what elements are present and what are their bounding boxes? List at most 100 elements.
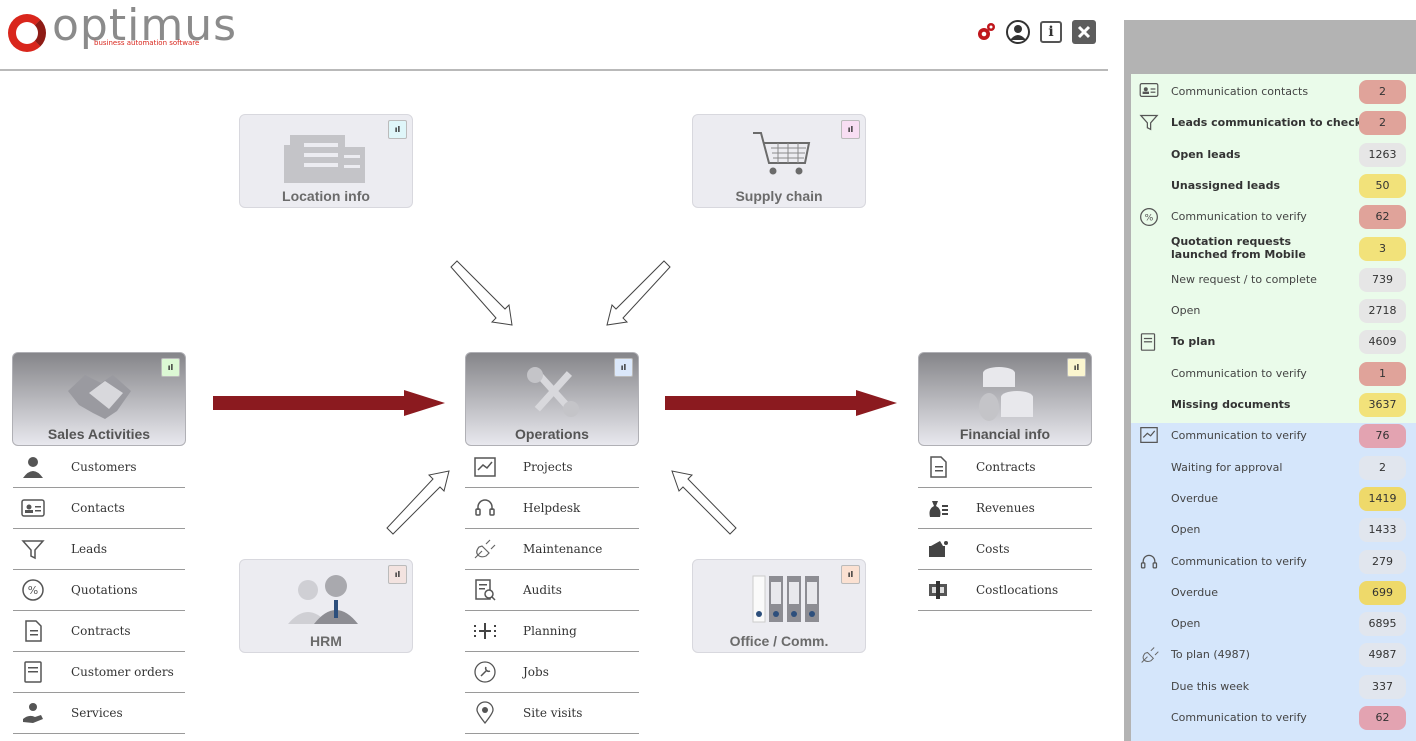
kpi-count[interactable]: 699	[1359, 580, 1406, 605]
kpi-count[interactable]: 4987	[1359, 643, 1406, 668]
kpi-label: Communication to verify	[1171, 429, 1307, 443]
kpi-count[interactable]: 1433	[1359, 518, 1406, 543]
svg-text:%: %	[28, 584, 38, 597]
stats-badge[interactable]: ıl	[388, 120, 407, 139]
stats-badge[interactable]: ıl	[614, 358, 633, 377]
kpi-count[interactable]: 76	[1359, 424, 1406, 449]
wrench-circle-icon	[465, 652, 505, 693]
tile-sales-activities[interactable]: ıl Sales Activities	[12, 352, 186, 446]
kpi-row[interactable]: Communication to verify 62	[1131, 702, 1416, 733]
kpi-count[interactable]: 337	[1359, 674, 1406, 699]
menu-item-customers[interactable]: Customers	[13, 447, 185, 488]
kpi-count[interactable]: 2	[1359, 80, 1406, 104]
menu-item-audits[interactable]: Audits	[465, 570, 639, 611]
kpi-count[interactable]: 3	[1359, 236, 1406, 261]
kpi-count[interactable]: 739	[1359, 267, 1406, 292]
plug-icon	[465, 529, 505, 570]
kpi-count[interactable]: 2	[1359, 455, 1406, 480]
people-icon	[288, 575, 358, 624]
tile-title: Office / Comm.	[729, 633, 829, 649]
kpi-count[interactable]: 62	[1359, 205, 1406, 230]
kpi-row[interactable]: Overdue 699	[1131, 577, 1416, 608]
menu-item-site-visits[interactable]: Site visits	[465, 693, 639, 734]
menu-item-maintenance[interactable]: Maintenance	[465, 529, 639, 570]
building-icon	[284, 135, 365, 183]
tile-title: Supply chain	[735, 188, 823, 204]
kpi-count[interactable]: 62	[1359, 706, 1406, 730]
kpi-row[interactable]: To plan 4609	[1131, 326, 1416, 357]
order-document-icon	[13, 652, 53, 693]
menu-item-services[interactable]: Services	[13, 693, 185, 734]
kpi-label: Communication to verify	[1171, 711, 1307, 724]
stats-badge[interactable]: ıl	[841, 120, 860, 139]
menu-item-costlocations[interactable]: Costlocations	[918, 570, 1092, 611]
menu-item-jobs[interactable]: Jobs	[465, 652, 639, 693]
tile-financial-info[interactable]: ıl Financial info	[918, 352, 1092, 446]
kpi-count[interactable]: 2718	[1359, 299, 1406, 324]
kpi-count[interactable]: 2	[1359, 111, 1406, 136]
menu-item-leads[interactable]: Leads	[13, 529, 185, 570]
arrow-hrm-to-operations	[386, 470, 450, 535]
sales-menu: Customers Contacts Leads %Quotations Con…	[13, 447, 185, 734]
stats-badge[interactable]: ıl	[841, 565, 860, 584]
kpi-count[interactable]: 50	[1359, 173, 1406, 198]
kpi-count[interactable]: 4609	[1359, 330, 1406, 355]
menu-item-financial-contracts[interactable]: Contracts	[918, 447, 1092, 488]
headset-icon	[1139, 552, 1161, 570]
tile-location-info[interactable]: ıl Location info	[239, 114, 413, 208]
stats-badge[interactable]: ıl	[1067, 358, 1086, 377]
kpi-count[interactable]: 1419	[1359, 486, 1406, 511]
logo-mark	[8, 14, 46, 52]
operations-menu: Projects Helpdesk Maintenance Audits Pla…	[465, 447, 639, 734]
menu-item-helpdesk[interactable]: Helpdesk	[465, 488, 639, 529]
menu-item-planning[interactable]: Planning	[465, 611, 639, 652]
kpi-count[interactable]: 1263	[1359, 142, 1406, 167]
tile-supply-chain[interactable]: ıl Supply chain	[692, 114, 866, 208]
tile-title: Operations	[515, 426, 589, 442]
kpi-count[interactable]: 279	[1359, 549, 1406, 574]
menu-item-contacts[interactable]: Contacts	[13, 488, 185, 529]
kpi-label: To plan	[1171, 335, 1216, 349]
kpi-row[interactable]: Communication to verify 76	[1131, 420, 1416, 451]
menu-item-quotations[interactable]: %Quotations	[13, 570, 185, 611]
location-pin-icon	[465, 693, 505, 734]
kpi-count[interactable]: 1	[1359, 361, 1406, 386]
menu-item-revenues[interactable]: Revenues	[918, 488, 1092, 529]
user-icon[interactable]	[1006, 20, 1030, 44]
kpi-row[interactable]: To plan (4987)4987	[1131, 639, 1416, 670]
kpi-count[interactable]: 6895	[1359, 612, 1406, 637]
menu-item-contracts[interactable]: Contracts	[13, 611, 185, 652]
tile-operations[interactable]: ıl Operations	[465, 352, 639, 446]
tile-hrm[interactable]: ıl HRM	[239, 559, 413, 653]
close-icon[interactable]	[1072, 20, 1096, 44]
tile-title: Sales Activities	[47, 426, 151, 442]
percent-icon: %	[1139, 207, 1161, 227]
kpi-count[interactable]: 3637	[1359, 393, 1406, 417]
contract-icon	[918, 447, 958, 488]
info-icon[interactable]: i	[1040, 21, 1062, 43]
menu-item-costs[interactable]: Costs	[918, 529, 1092, 570]
settings-gears-icon[interactable]	[974, 20, 998, 44]
kpi-label: Overdue	[1171, 585, 1218, 599]
menu-item-projects[interactable]: Projects	[465, 447, 639, 488]
stats-badge[interactable]: ıl	[161, 358, 180, 377]
stats-badge[interactable]: ıl	[388, 565, 407, 584]
menu-item-customer-orders[interactable]: Customer orders	[13, 652, 185, 693]
tile-office-comm[interactable]: ıl Office / Comm.	[692, 559, 866, 653]
